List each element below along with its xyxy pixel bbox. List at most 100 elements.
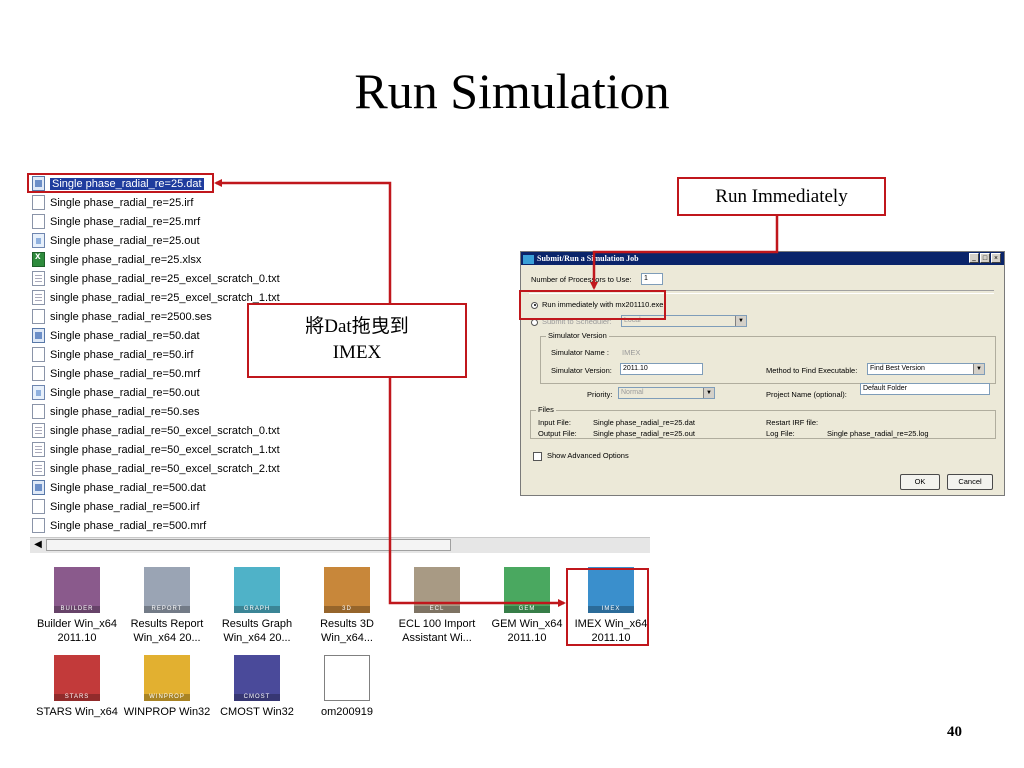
file-list-item[interactable]: single phase_radial_re=25.xlsx — [32, 250, 201, 269]
file-list-item[interactable]: single phase_radial_re=50_excel_scratch_… — [32, 421, 280, 440]
close-button[interactable]: × — [991, 253, 1001, 263]
dropdown-arrow-icon[interactable]: ▼ — [973, 364, 984, 374]
simulator-version-input[interactable]: 2011.10 — [620, 363, 703, 375]
file-name: Single phase_radial_re=50.irf — [50, 348, 194, 361]
file-name: Single phase_radial_re=25.out — [50, 234, 200, 247]
text-file-icon — [32, 423, 45, 438]
file-list-item[interactable]: Single phase_radial_re=500.irf — [32, 497, 200, 516]
method-select[interactable]: Find Best Version ▼ — [867, 363, 985, 375]
file-list-item[interactable]: Single phase_radial_re=25.out — [32, 231, 200, 250]
dialog-title: Submit/Run a Simulation Job — [537, 254, 639, 263]
file-list-item[interactable]: Single phase_radial_re=500.mrf — [32, 516, 206, 535]
output-file-value: Single phase_radial_re=25.out — [593, 429, 695, 438]
window-app-icon — [324, 655, 370, 701]
file-name: Single phase_radial_re=25.irf — [50, 196, 194, 209]
imex-icon-highlight — [566, 568, 649, 646]
program-label: ECL 100 Import — [398, 618, 476, 630]
file-name: single phase_radial_re=25_excel_scratch_… — [50, 291, 280, 304]
minimize-button[interactable]: _ — [969, 253, 979, 263]
ok-button[interactable]: OK — [900, 474, 940, 490]
priority-select[interactable]: Normal▼ — [618, 387, 715, 399]
program-label: CMOST Win32 — [220, 706, 294, 718]
program-shortcut[interactable]: om200919 — [302, 655, 392, 719]
file-name: single phase_radial_re=2500.ses — [50, 310, 212, 323]
file-list-item[interactable]: Single phase_radial_re=50.dat — [32, 326, 200, 345]
gem-leaf-icon: GEM — [504, 567, 550, 613]
file-list-item[interactable]: single phase_radial_re=50_excel_scratch_… — [32, 440, 280, 459]
file-name: Single phase_radial_re=25.mrf — [50, 215, 201, 228]
program-label: STARS Win_x64 — [36, 706, 118, 718]
program-tag: ECL — [414, 606, 460, 613]
output-file-label: Output File: — [538, 429, 577, 438]
log-file-value: Single phase_radial_re=25.log — [827, 429, 929, 438]
file-list-item[interactable]: single phase_radial_re=25_excel_scratch_… — [32, 269, 280, 288]
run-immediately-radio[interactable] — [531, 301, 538, 309]
blank-file-icon — [32, 518, 45, 533]
program-label-line2: 2011.10 — [591, 632, 631, 644]
processors-label: Number of Processors to Use: — [531, 275, 632, 284]
file-list-item[interactable]: Single phase_radial_re=25.mrf — [32, 212, 200, 231]
blank-file-icon — [32, 347, 45, 362]
file-list-item[interactable]: Single phase_radial_re=500.dat — [32, 478, 206, 497]
scrollbar-thumb[interactable] — [46, 539, 451, 551]
dialog-titlebar[interactable]: Submit/Run a Simulation Job _ □ × — [521, 252, 1004, 265]
cancel-button[interactable]: Cancel — [947, 474, 993, 490]
processors-input[interactable]: 1 — [641, 273, 663, 285]
program-label: Results Graph — [221, 618, 293, 630]
run-immediately-option[interactable]: Run immediately with mx201110.exe — [531, 300, 663, 309]
file-name: single phase_radial_re=50_excel_scratch_… — [50, 443, 280, 456]
file-list-item[interactable]: Single phase_radial_re=50.out — [32, 383, 200, 402]
text-file-icon — [32, 442, 45, 457]
drag-callout-line1: 將Dat拖曳到 — [305, 316, 409, 337]
dropdown-arrow-icon[interactable]: ▼ — [735, 316, 746, 326]
advanced-options-label: Show Advanced Options — [547, 451, 629, 460]
project-name-input[interactable]: Default Folder — [860, 383, 990, 395]
blank-file-icon — [32, 404, 45, 419]
file-name: Single phase_radial_re=50.dat — [50, 329, 200, 342]
file-list-item[interactable]: single phase_radial_re=2500.ses — [32, 307, 212, 326]
cmg-app-icon — [523, 254, 534, 264]
program-tag: CMOST — [234, 694, 280, 701]
file-list-item[interactable]: single phase_radial_re=50_excel_scratch_… — [32, 459, 280, 478]
program-label: Results Report — [130, 618, 204, 630]
file-list-item[interactable]: Single phase_radial_re=25.dat — [32, 174, 204, 193]
advanced-options-option[interactable]: Show Advanced Options — [533, 451, 629, 461]
run-immediately-callout: Run Immediately — [677, 177, 886, 216]
scheduler-value: Local — [624, 317, 641, 324]
program-label-line2: Win_x64 20... — [133, 632, 201, 644]
file-list-item[interactable]: Single phase_radial_re=25.irf — [32, 193, 193, 212]
file-name: single phase_radial_re=25.xlsx — [50, 253, 202, 266]
blank-file-icon — [32, 195, 45, 210]
program-shortcut[interactable]: CMOST CMOST Win32 — [212, 655, 302, 719]
blank-file-icon — [32, 214, 45, 229]
dropdown-arrow-icon[interactable]: ▼ — [703, 388, 714, 398]
program-label: IMEX Win_x64 — [574, 618, 648, 630]
maximize-button[interactable]: □ — [980, 253, 990, 263]
scroll-left-arrow-icon[interactable]: ◀ — [34, 539, 42, 550]
file-list-item[interactable]: single phase_radial_re=25_excel_scratch_… — [32, 288, 280, 307]
file-name: Single phase_radial_re=25.dat — [50, 177, 204, 190]
simulator-version-group-title: Simulator Version — [546, 331, 609, 340]
file-list-item[interactable]: single phase_radial_re=50.ses — [32, 402, 200, 421]
program-tag: GRAPH — [234, 606, 280, 613]
advanced-options-checkbox[interactable] — [533, 451, 542, 461]
file-list-item[interactable]: Single phase_radial_re=50.irf — [32, 345, 193, 364]
dat-file-icon — [32, 176, 45, 191]
out-file-icon — [32, 233, 45, 248]
slide-title: Run Simulation — [354, 63, 670, 119]
horizontal-scrollbar[interactable]: ◀ — [30, 537, 650, 553]
file-list-item[interactable]: Single phase_radial_re=50.mrf — [32, 364, 200, 383]
method-value: Find Best Version — [870, 365, 925, 372]
submit-scheduler-label: Submit to Scheduler: — [542, 317, 612, 326]
drag-to-imex-callout: 將Dat拖曳到 IMEX — [247, 303, 467, 378]
